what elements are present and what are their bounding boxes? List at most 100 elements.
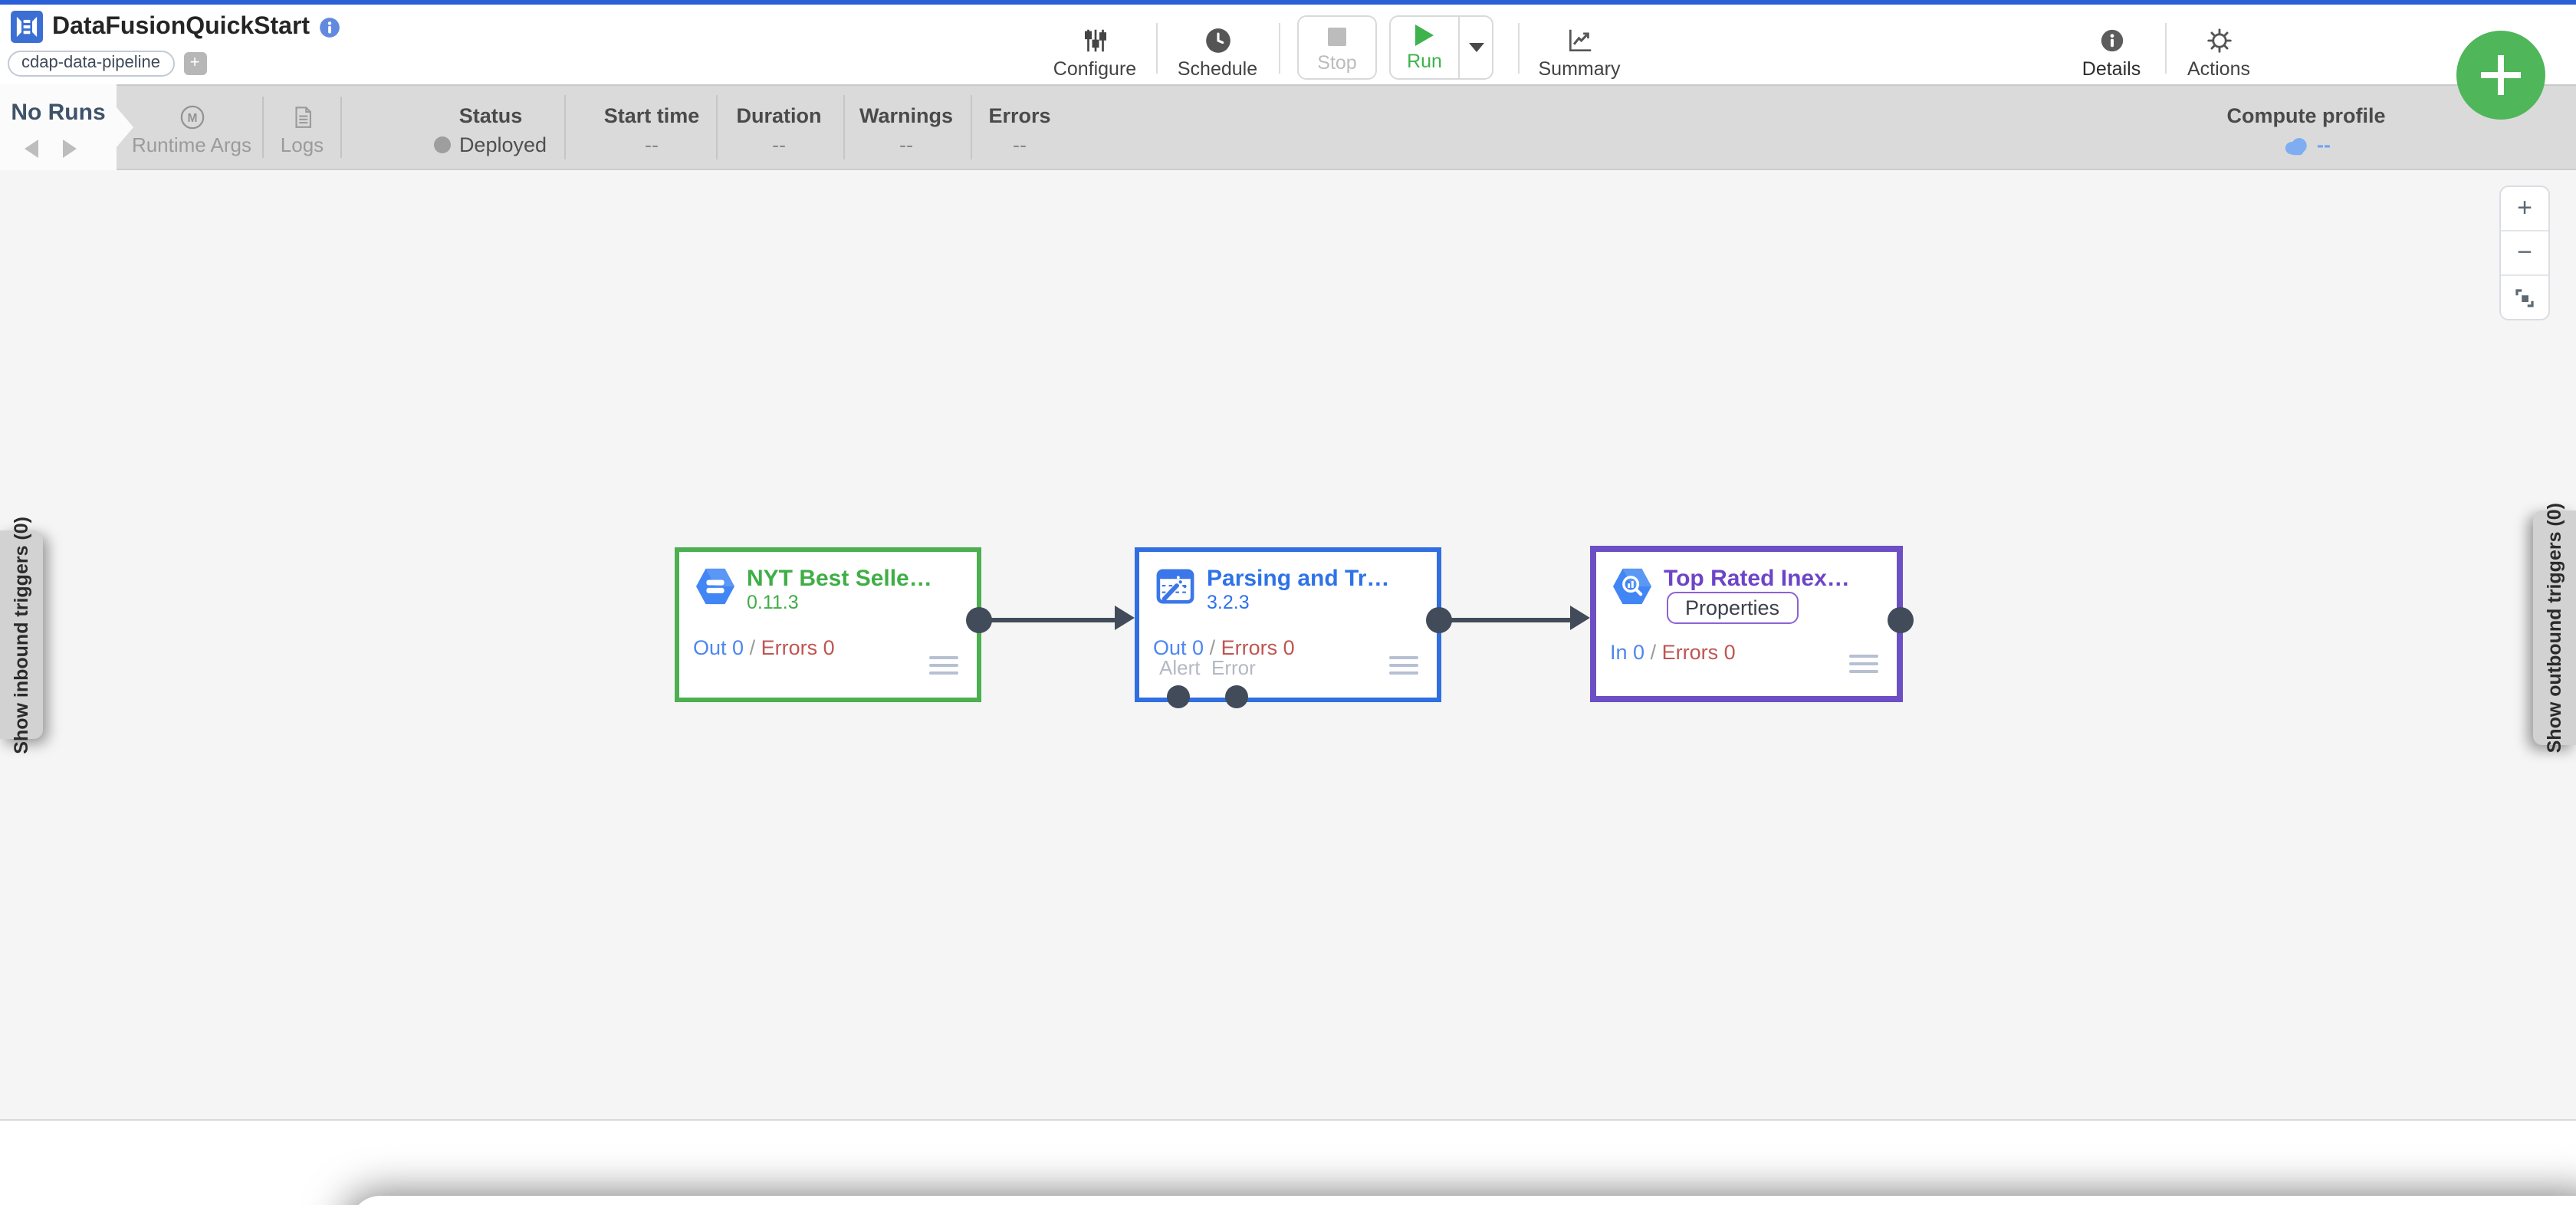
node-version: 3.2.3 bbox=[1207, 592, 1250, 613]
toolbar-divider bbox=[1279, 23, 1280, 74]
node-metrics: In 0 / Errors 0 bbox=[1610, 641, 1736, 664]
column-divider bbox=[564, 95, 566, 159]
errors-column: Errors -- bbox=[988, 104, 1051, 156]
node-title: NYT Best Selle… bbox=[747, 566, 932, 592]
chart-icon bbox=[1521, 25, 1638, 55]
sliders-icon bbox=[1037, 25, 1153, 55]
previous-run-button[interactable] bbox=[25, 140, 38, 158]
status-dot-icon bbox=[434, 136, 452, 153]
out-count[interactable]: Out 0 bbox=[1153, 636, 1204, 659]
bigquery-sink-icon bbox=[1613, 568, 1651, 605]
brand: DataFusionQuickStart bbox=[11, 11, 340, 43]
status-column: Status Deployed bbox=[429, 84, 552, 170]
runtime-args-button[interactable]: M Runtime Args bbox=[127, 84, 256, 170]
error-count[interactable]: Errors 0 bbox=[761, 636, 835, 659]
node-metrics: Out 0 / Errors 0 bbox=[1153, 636, 1295, 659]
edge-arrowhead-icon bbox=[1115, 606, 1135, 630]
summary-button[interactable]: Summary bbox=[1521, 25, 1638, 80]
pipeline-tags: cdap-data-pipeline + bbox=[8, 51, 207, 77]
duration-column: Duration -- bbox=[736, 104, 822, 156]
inbound-triggers-tab[interactable]: Show inbound triggers (0) bbox=[0, 516, 43, 754]
transform-alert-port[interactable] bbox=[1167, 685, 1190, 708]
run-options-button[interactable] bbox=[1458, 17, 1492, 78]
node-source[interactable]: NYT Best Selle… 0.11.3 Out 0 / Errors 0 bbox=[675, 547, 981, 702]
sink-output-port[interactable] bbox=[1888, 607, 1914, 633]
start-time-column: Start time -- bbox=[603, 104, 700, 156]
edge-arrowhead-icon bbox=[1570, 606, 1590, 630]
bottom-console-sheet bbox=[350, 1196, 2576, 1205]
runs-pager bbox=[0, 136, 117, 158]
node-version: 0.11.3 bbox=[747, 592, 799, 613]
schedule-button[interactable]: Schedule bbox=[1159, 25, 1276, 80]
zoom-in-button[interactable]: + bbox=[2501, 187, 2548, 231]
add-tag-button[interactable]: + bbox=[183, 52, 207, 75]
out-count[interactable]: Out 0 bbox=[693, 636, 744, 659]
column-divider bbox=[971, 95, 972, 159]
configure-button[interactable]: Configure bbox=[1037, 25, 1153, 80]
canvas-zoom-controls: + − bbox=[2499, 186, 2550, 320]
transform-error-port[interactable] bbox=[1225, 685, 1248, 708]
bottom-strip bbox=[0, 1121, 2576, 1205]
outbound-triggers-label: Show outbound triggers (0) bbox=[2544, 502, 2565, 754]
chevron-down-icon bbox=[1468, 43, 1484, 52]
in-count[interactable]: In 0 bbox=[1610, 641, 1645, 664]
wrangler-transform-icon bbox=[1156, 569, 1194, 604]
node-menu-button[interactable] bbox=[1849, 654, 1878, 673]
stop-button[interactable]: Stop bbox=[1297, 15, 1377, 80]
error-count[interactable]: Errors 0 bbox=[1221, 636, 1295, 659]
runs-status-bar bbox=[0, 84, 2576, 170]
add-entity-button[interactable] bbox=[2456, 31, 2545, 120]
artifact-tag: cdap-data-pipeline bbox=[8, 51, 175, 77]
macro-icon: M bbox=[127, 104, 256, 130]
source-output-port[interactable] bbox=[966, 607, 992, 633]
warnings-value: -- bbox=[899, 133, 913, 156]
next-run-button[interactable] bbox=[63, 140, 77, 158]
edge-source-to-transform bbox=[991, 618, 1115, 622]
app-header: DataFusionQuickStart cdap-data-pipeline … bbox=[0, 5, 2576, 84]
bar-divider bbox=[262, 97, 264, 158]
edge-transform-to-sink bbox=[1451, 618, 1570, 622]
document-icon bbox=[264, 104, 340, 130]
node-metrics: Out 0 / Errors 0 bbox=[693, 636, 835, 659]
node-menu-button[interactable] bbox=[929, 655, 958, 675]
toolbar-divider bbox=[2165, 23, 2167, 74]
actions-button[interactable]: Actions bbox=[2160, 25, 2277, 80]
column-divider bbox=[843, 95, 845, 159]
node-title: Top Rated Inex… bbox=[1664, 566, 1850, 592]
runs-tab-notch bbox=[117, 107, 133, 147]
no-runs-label: No Runs bbox=[11, 100, 106, 126]
node-menu-button[interactable] bbox=[1389, 655, 1418, 675]
stop-icon bbox=[1299, 23, 1375, 51]
details-button[interactable]: Details bbox=[2053, 25, 2170, 80]
window-accent-bar bbox=[0, 0, 2576, 5]
duration-value: -- bbox=[772, 133, 786, 156]
fit-to-screen-button[interactable] bbox=[2501, 276, 2548, 319]
start-time-value: -- bbox=[645, 133, 659, 156]
pipeline-info-icon[interactable] bbox=[319, 16, 340, 38]
column-divider bbox=[716, 95, 718, 159]
zoom-out-button[interactable]: − bbox=[2501, 231, 2548, 276]
node-title: Parsing and Tr… bbox=[1207, 566, 1390, 592]
node-sink[interactable]: Top Rated Inex… Properties In 0 / Errors… bbox=[1590, 546, 1903, 702]
toolbar-divider bbox=[1156, 23, 1158, 74]
cdap-logo-icon bbox=[11, 11, 43, 43]
plus-icon bbox=[2456, 31, 2545, 120]
logs-button[interactable]: Logs bbox=[264, 84, 340, 170]
node-transform[interactable]: Parsing and Tr… 3.2.3 Out 0 / Errors 0 A… bbox=[1135, 547, 1441, 702]
node-properties-button[interactable]: Properties bbox=[1667, 592, 1799, 624]
compute-profile-value: -- bbox=[2317, 133, 2331, 156]
status-value: Deployed bbox=[458, 133, 547, 156]
toolbar-divider bbox=[1518, 23, 1520, 74]
runs-pager-tab: No Runs bbox=[0, 84, 117, 170]
outbound-triggers-tab[interactable]: Show outbound triggers (0) bbox=[2533, 503, 2576, 753]
info-icon bbox=[2053, 25, 2170, 55]
transform-output-port[interactable] bbox=[1426, 607, 1452, 633]
run-button-group: Run bbox=[1389, 15, 1493, 80]
alert-port-label: Alert bbox=[1159, 656, 1201, 679]
compute-profile[interactable]: Compute profile -- bbox=[2226, 104, 2386, 156]
error-count[interactable]: Errors 0 bbox=[1661, 641, 1736, 664]
run-button[interactable]: Run bbox=[1391, 17, 1458, 78]
warnings-column: Warnings -- bbox=[859, 104, 953, 156]
errors-value: -- bbox=[1013, 133, 1027, 156]
